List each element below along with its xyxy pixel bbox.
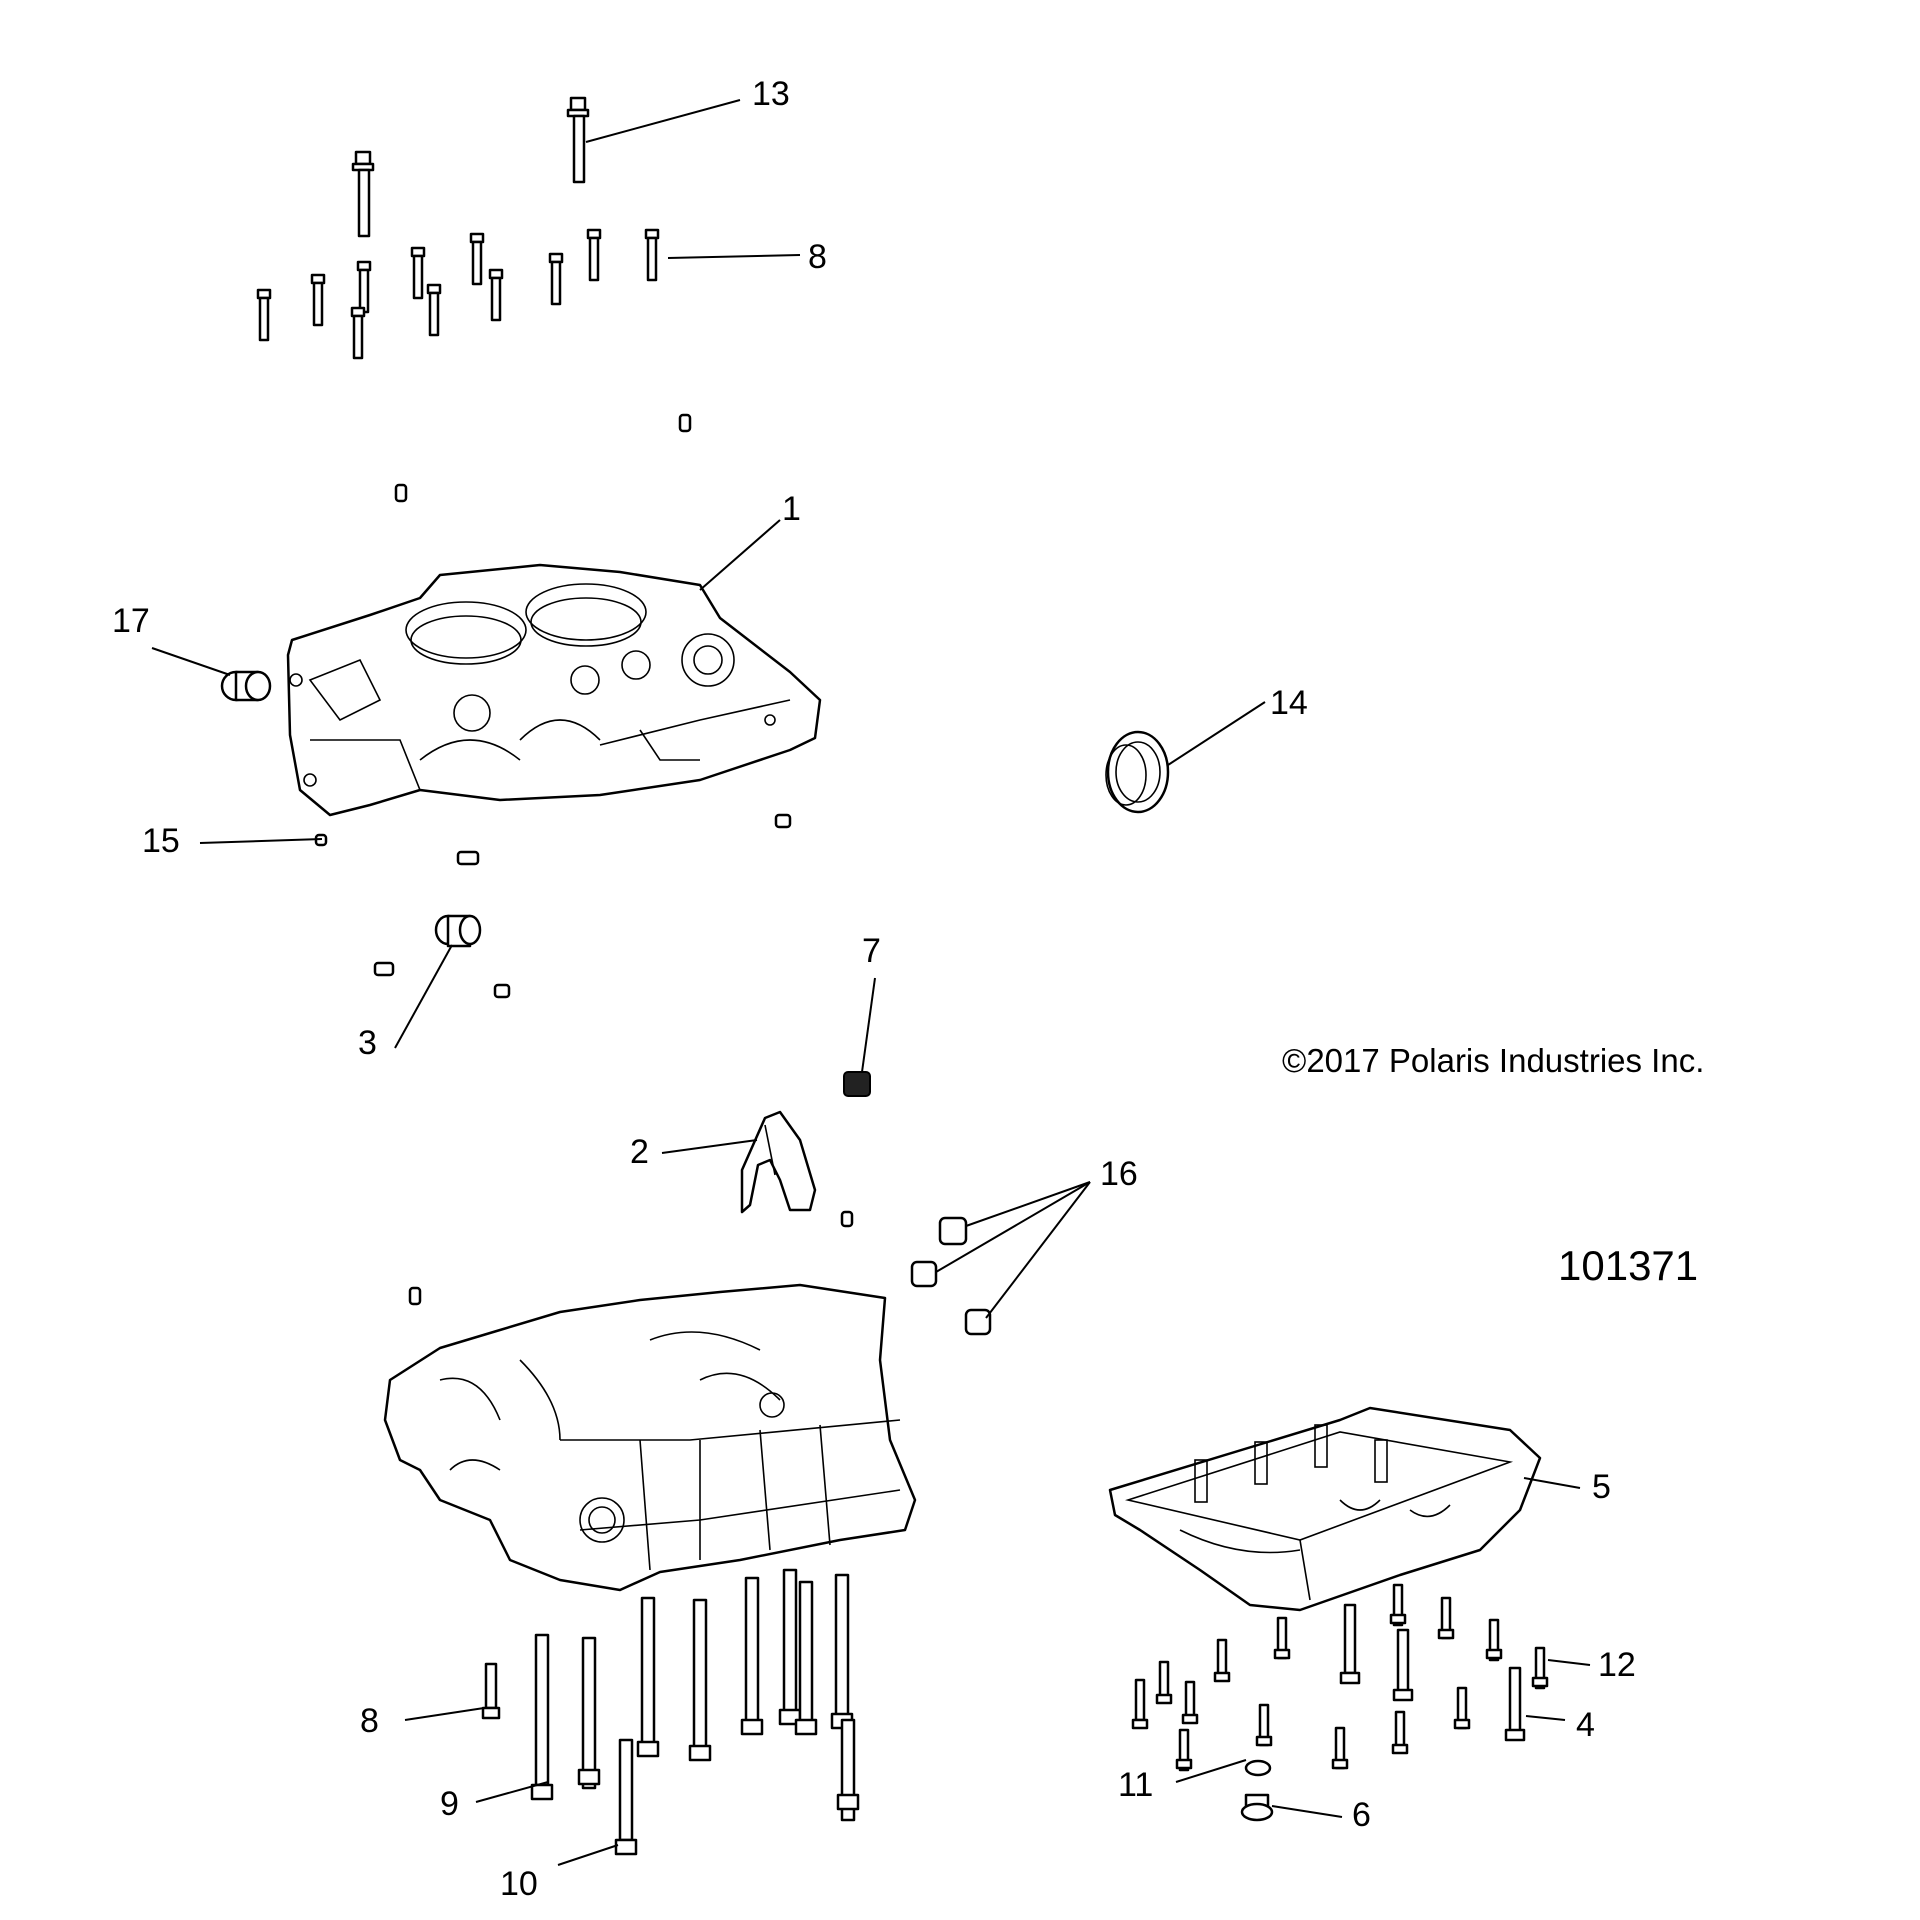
seal-14 xyxy=(1105,730,1170,814)
oil-pan-5 xyxy=(1108,1406,1542,1612)
lower-bolts-right xyxy=(1131,1583,1549,1822)
callout-9: 9 xyxy=(440,1785,459,1823)
filter-7 xyxy=(843,1071,871,1097)
callout-16: 16 xyxy=(1100,1155,1138,1193)
callout-8-upper: 8 xyxy=(808,238,827,276)
bushings-16 xyxy=(408,1210,992,1336)
leader-lines xyxy=(151,99,1591,1866)
callout-14: 14 xyxy=(1270,684,1308,722)
callout-8-lower: 8 xyxy=(360,1702,379,1740)
callout-7: 7 xyxy=(862,932,881,970)
callout-12: 12 xyxy=(1598,1646,1636,1684)
lower-crankcase xyxy=(383,1283,917,1592)
lower-bolts-left xyxy=(481,1568,860,1856)
callout-5: 5 xyxy=(1592,1468,1611,1506)
small-bolts-upper xyxy=(256,228,660,360)
dowel-pins-middle xyxy=(314,813,792,999)
callout-4: 4 xyxy=(1576,1706,1595,1744)
callout-15: 15 xyxy=(142,822,180,860)
bushing-3 xyxy=(434,914,482,948)
callout-labels: 13 8 1 17 15 3 14 7 2 16 5 12 4 11 6 8 9… xyxy=(112,75,1636,1903)
copyright-text: ©2017 Polaris Industries Inc. xyxy=(1282,1042,1704,1079)
callout-1: 1 xyxy=(782,490,801,528)
bearing-17 xyxy=(220,670,272,702)
callout-11: 13 xyxy=(752,75,790,113)
bracket-2 xyxy=(740,1110,817,1214)
callout-13: 11 xyxy=(1118,1766,1153,1804)
callout-17: 17 xyxy=(112,602,150,640)
callout-6: 6 xyxy=(1352,1796,1371,1834)
long-bolt-11 xyxy=(566,96,590,184)
callout-2: 2 xyxy=(630,1133,649,1171)
figure-number: 101371 xyxy=(1558,1242,1698,1289)
upper-bolt-group xyxy=(256,96,660,360)
callout-10: 10 xyxy=(500,1865,538,1903)
callout-3: 3 xyxy=(358,1024,377,1062)
dowel-pins-upper xyxy=(394,413,692,503)
long-bolt-upper-left xyxy=(351,150,375,238)
upper-crankcase xyxy=(286,563,822,817)
